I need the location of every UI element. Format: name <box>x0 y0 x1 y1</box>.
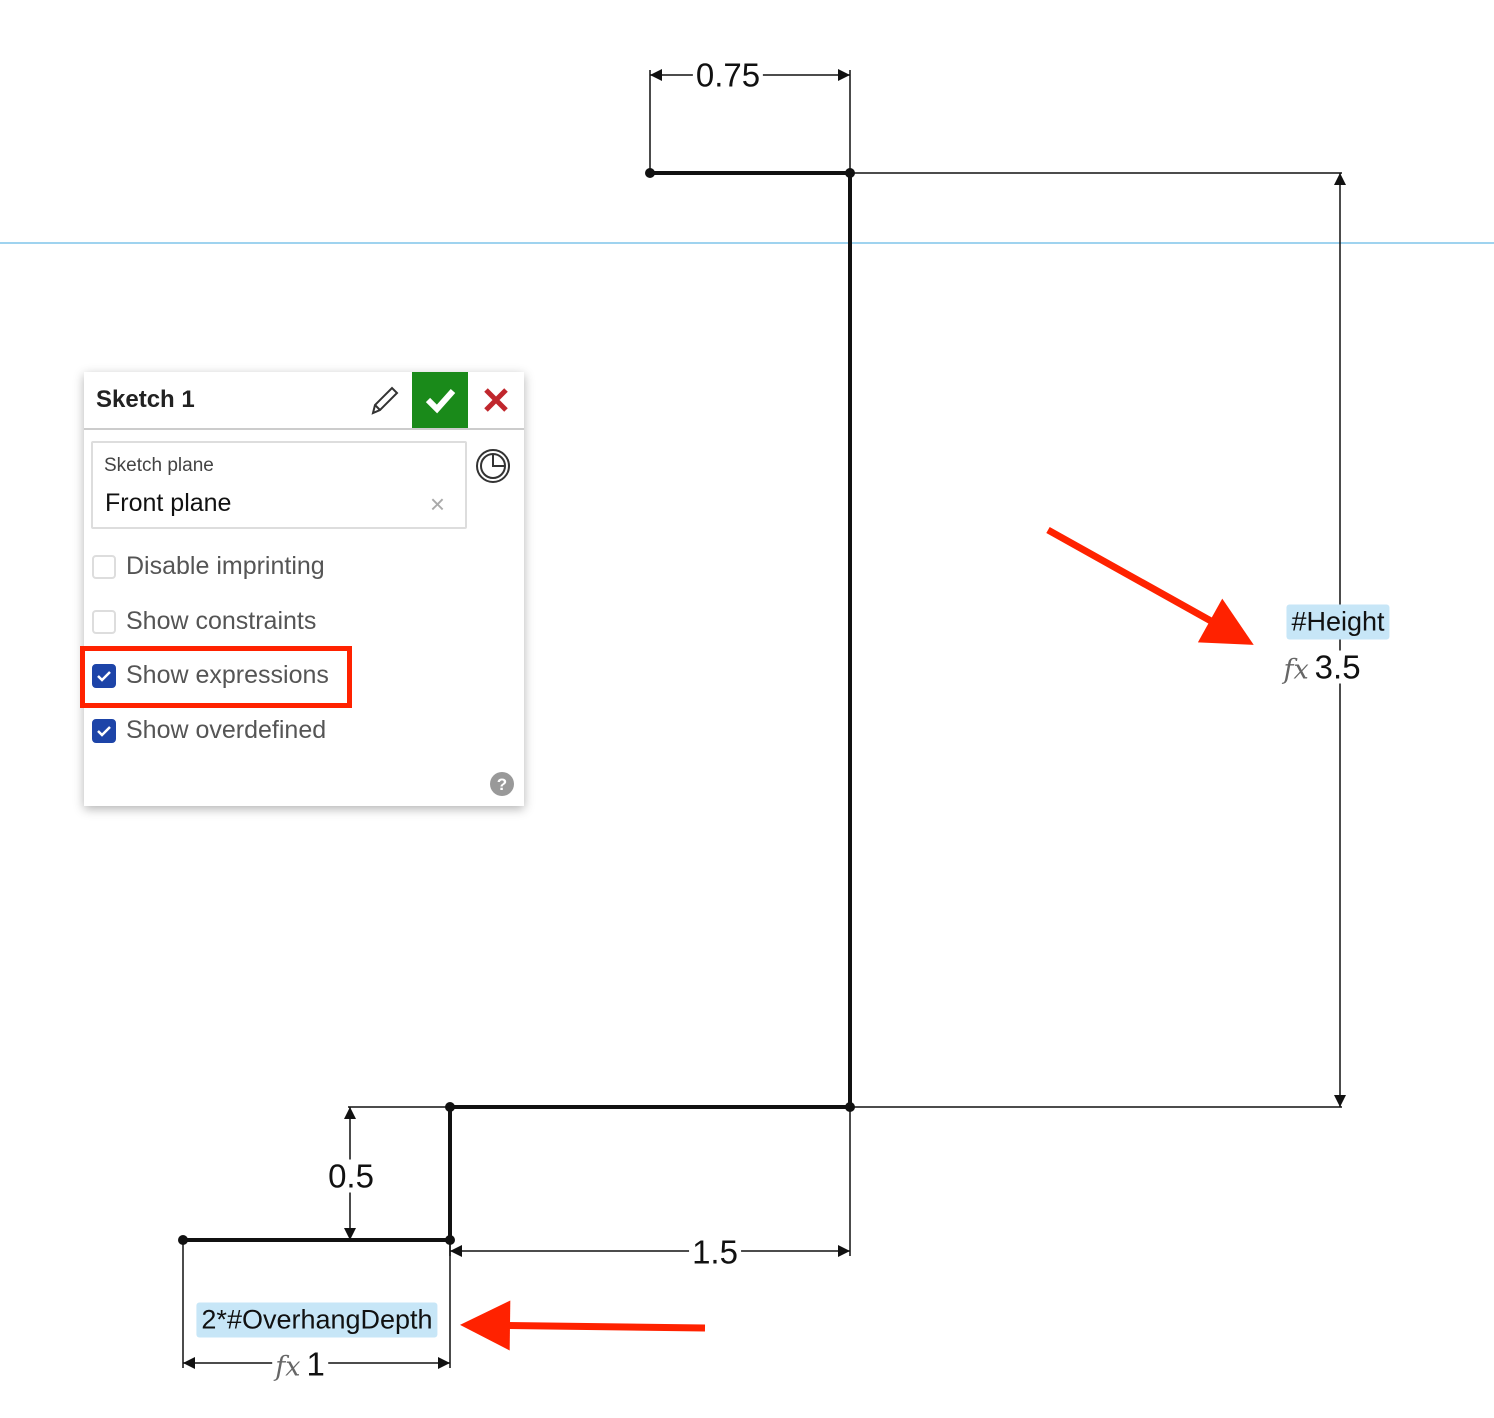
overhang-expression[interactable]: 2*#OverhangDepth <box>196 1302 438 1338</box>
overhang-value: 1 <box>306 1345 325 1383</box>
option-label: Show constraints <box>126 607 317 635</box>
highlight-box <box>80 646 352 708</box>
dialog-title: Sketch 1 <box>96 386 195 413</box>
checkbox-checked-icon <box>92 663 116 688</box>
accept-button[interactable] <box>412 372 468 428</box>
dimension-top-width[interactable]: 0.75 <box>692 58 764 92</box>
cancel-button[interactable] <box>468 372 524 428</box>
dimension-step-width[interactable]: 1.5 <box>689 1235 741 1269</box>
annotation-arrow-height <box>1046 526 1254 645</box>
help-icon[interactable]: ? <box>489 771 515 797</box>
height-value: 3.5 <box>1314 648 1361 686</box>
sketch-feature-dialog: Sketch 1 Sketch plane Front plane × Disa… <box>80 372 524 806</box>
option-label: Disable imprinting <box>126 552 325 580</box>
option-label: Show overdefined <box>126 716 327 744</box>
sketch-plane-value: Front plane <box>105 489 232 517</box>
disable-imprinting-checkbox[interactable]: Disable imprinting <box>92 552 325 581</box>
annotation-arrow-overhang <box>460 1300 706 1351</box>
pencil-icon <box>371 386 399 415</box>
sketch-plane-field[interactable]: Sketch plane Front plane × <box>91 441 467 529</box>
dialog-header: Sketch 1 <box>84 372 524 430</box>
checkbox-unchecked <box>92 554 116 579</box>
show-constraints-checkbox[interactable]: Show constraints <box>92 607 316 636</box>
fx-icon: fx <box>1283 654 1309 686</box>
dimension-lines <box>182 69 1346 1369</box>
view-normal-icon[interactable] <box>474 447 512 485</box>
sketch-plane-label: Sketch plane <box>104 455 214 476</box>
checkbox-unchecked <box>92 609 116 634</box>
dimension-step-height[interactable]: 0.5 <box>325 1159 377 1193</box>
checkbox-checked-icon <box>92 718 116 743</box>
option-label: Show expressions <box>126 661 329 689</box>
close-icon <box>484 388 508 412</box>
height-expression[interactable]: #Height <box>1286 604 1390 640</box>
show-overdefined-checkbox[interactable]: Show overdefined <box>92 716 326 745</box>
edit-button[interactable] <box>356 372 412 428</box>
fx-icon: fx <box>275 1351 301 1383</box>
show-expressions-checkbox[interactable]: Show expressions <box>92 661 329 690</box>
sketch-geometry[interactable] <box>183 171 852 1242</box>
clear-icon[interactable]: × <box>429 489 445 519</box>
checkmark-icon <box>425 389 456 414</box>
svg-text:?: ? <box>497 775 507 794</box>
